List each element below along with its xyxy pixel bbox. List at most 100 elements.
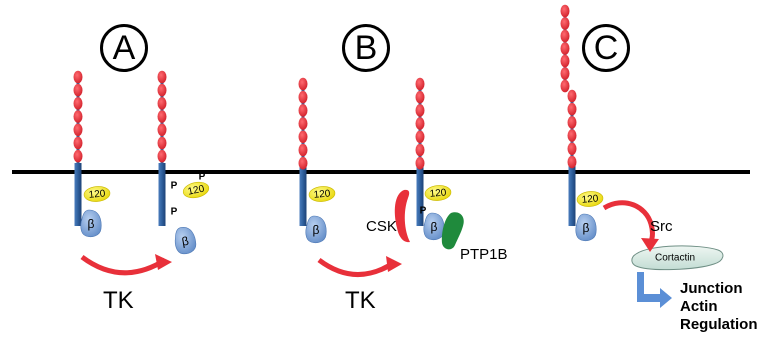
- panel-a-label: A: [100, 24, 148, 72]
- csk-protein: [394, 189, 410, 243]
- receptor-a-right-domain: [157, 123, 167, 137]
- receptor-b-right-domain: [415, 104, 425, 117]
- receptor-a-left-domain: [73, 123, 83, 137]
- receptor-c-domain: [567, 116, 577, 129]
- receptor-b-right-domain: [415, 77, 425, 91]
- receptor-c-detached-domain: [560, 42, 570, 55]
- receptor-a-left-domain: [73, 136, 83, 150]
- p120-c: 120: [576, 191, 604, 207]
- receptor-b-right-domain: [415, 90, 425, 104]
- ptp1b-protein: [441, 212, 464, 250]
- receptor-c-detached-domain: [560, 4, 570, 18]
- cortactin-label: Cortactin: [655, 253, 695, 264]
- receptor-c-detached-domain: [560, 67, 570, 80]
- beta-catenin-b-left-shape: [305, 215, 327, 244]
- beta-catenin-b-left-label: β: [313, 223, 320, 237]
- tk-arrow-b-head: [386, 256, 402, 272]
- receptor-a-right-domain: [157, 70, 167, 84]
- receptor-b-left-stalk: [299, 163, 307, 226]
- p120-b-left: 120: [308, 186, 336, 202]
- p120-b-right-label: 120: [429, 187, 447, 199]
- beta-catenin-b-right-label: β: [431, 220, 438, 234]
- tk-arrow-a: [80, 254, 167, 276]
- p120-a-left-shape: [83, 186, 111, 202]
- csk-label: CSK: [366, 218, 397, 235]
- receptor-c-detached-domain: [560, 17, 570, 30]
- src-arrow-head: [641, 238, 659, 252]
- receptor-b-left-domain: [298, 156, 308, 170]
- p120-a-right-shape: [182, 181, 210, 199]
- beta-catenin-c-shape: [575, 213, 597, 242]
- receptor-b-right-domain: [415, 117, 425, 130]
- outcome-junction: Junction: [680, 280, 743, 297]
- beta-catenin-a-left: β: [80, 209, 102, 238]
- receptor-c: [567, 89, 577, 226]
- receptor-a-right-domain: [157, 83, 167, 97]
- receptor-b-left-domain: [298, 130, 308, 144]
- receptor-b-right-domain: [415, 156, 425, 170]
- panel-b-kinase-label: TK: [345, 287, 376, 314]
- receptor-a-right-stalk: [158, 163, 166, 226]
- receptor-a-left-domain: [73, 70, 83, 84]
- beta-catenin-a-right: β: [174, 227, 197, 255]
- receptor-c-domain: [567, 142, 577, 156]
- src-label: Src: [650, 218, 673, 235]
- p120-b-left-shape: [308, 186, 336, 202]
- receptor-a-left-domain: [73, 110, 83, 123]
- ptp1b-label: PTP1B: [460, 246, 508, 263]
- receptor-a-right-domain: [157, 149, 167, 163]
- receptor-a-right-domain: [157, 110, 167, 123]
- p120-a-right: 120: [182, 181, 210, 199]
- receptor-b-right-domain: [415, 143, 425, 157]
- beta-catenin-a-left-shape: [80, 209, 102, 238]
- receptor-b-left-domain: [298, 77, 308, 91]
- cortactin-shape: [631, 245, 724, 271]
- cortactin-protein: Cortactin: [631, 245, 724, 271]
- receptor-b-right: [415, 77, 425, 226]
- receptor-c-domain: [567, 129, 577, 142]
- p120-a-left: 120: [83, 186, 111, 202]
- src-arrow-curve: [602, 200, 656, 246]
- beta-catenin-b-right: β: [423, 212, 445, 241]
- receptor-a-right: [157, 70, 167, 226]
- tk-arrow-b-curve: [317, 257, 397, 277]
- receptor-a-right-domain: [157, 136, 167, 150]
- phospho-b-p120: P: [420, 206, 427, 217]
- tk-arrow-b: [317, 257, 397, 277]
- beta-catenin-a-right-label: β: [181, 234, 190, 249]
- receptor-a-left: [73, 70, 83, 226]
- receptor-b-right-stalk: [416, 163, 424, 226]
- panel-b-label: B: [342, 24, 390, 72]
- p120-a-right-label: 120: [187, 183, 206, 197]
- panel-c-label: C: [582, 24, 630, 72]
- tk-arrow-a-head: [155, 254, 172, 270]
- receptor-a-left-domain: [73, 83, 83, 97]
- receptor-a-left-domain: [73, 149, 83, 163]
- receptor-c-domain: [567, 102, 577, 116]
- p120-b-left-label: 120: [313, 188, 331, 200]
- phospho-a-p120-left: P: [171, 181, 178, 192]
- receptor-c-detached-domain: [560, 54, 570, 68]
- beta-catenin-a-left-label: β: [88, 217, 95, 231]
- beta-catenin-c-label: β: [583, 221, 590, 235]
- tk-arrow-a-curve: [80, 254, 167, 276]
- receptor-b-left-domain: [298, 143, 308, 157]
- receptor-c-domain: [567, 89, 577, 103]
- outcome-regulation: Regulation: [680, 316, 758, 333]
- beta-catenin-a-right-shape: [174, 227, 197, 255]
- beta-catenin-c: β: [575, 213, 597, 242]
- p120-b-right: 120: [424, 185, 452, 201]
- receptor-c-detached-domain: [560, 29, 570, 43]
- receptor-c-domain: [567, 155, 577, 169]
- receptor-a-right-domain: [157, 97, 167, 110]
- p120-b-right-shape: [424, 185, 452, 201]
- receptor-c-detached-domain: [560, 79, 570, 93]
- receptor-b-left-domain: [298, 117, 308, 130]
- phospho-a-p120-top: P: [199, 172, 206, 183]
- receptor-c-stalk: [568, 163, 576, 226]
- p120-c-shape: [576, 191, 604, 207]
- receptor-b-right-domain: [415, 130, 425, 144]
- outcome-actin: Actin: [680, 298, 718, 315]
